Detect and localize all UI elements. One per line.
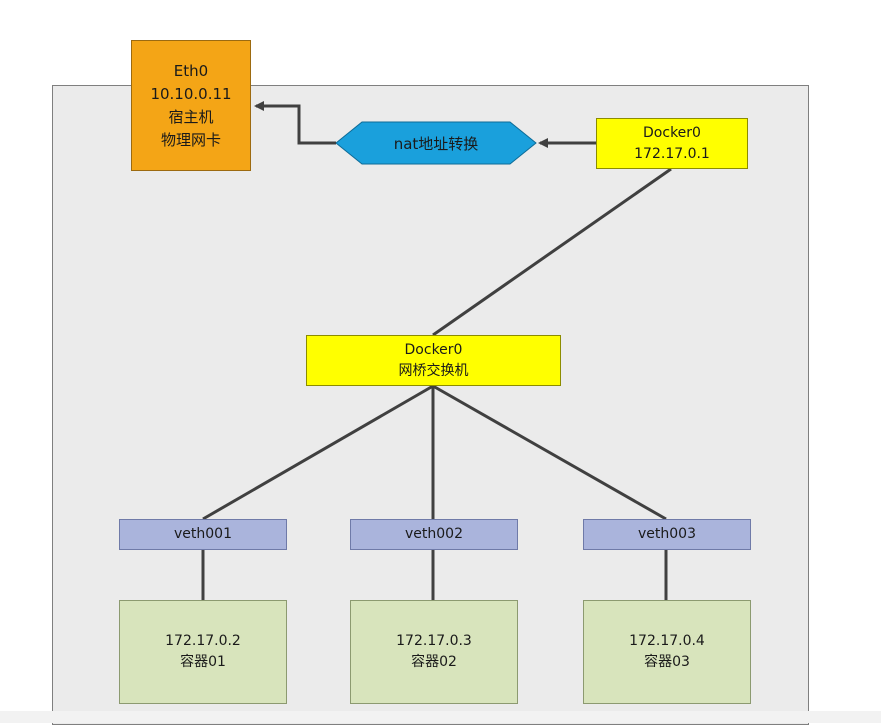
docker0-bridge-name: Docker0 (404, 341, 463, 358)
docker0-bridge: Docker0 网桥交换机 (306, 335, 561, 386)
veth003-node: veth003 (583, 519, 751, 550)
container01-name: 容器01 (180, 654, 226, 670)
gateway-to-bridge-line (432, 167, 672, 337)
veth002-label: veth002 (405, 526, 463, 542)
eth0-name: Eth0 (173, 61, 209, 80)
eth0-ip: 10.10.0.11 (150, 84, 232, 103)
nat-to-eth0-arrow (254, 101, 336, 145)
eth0-nic-label: 物理网卡 (160, 130, 221, 149)
nat-hexagon (335, 121, 537, 165)
container01-node: 172.17.0.2 容器01 (119, 600, 287, 704)
container02-name: 容器02 (411, 654, 457, 670)
eth0-physical-nic: Eth0 10.10.0.11 宿主机 物理网卡 (131, 40, 251, 171)
veth003-label: veth003 (638, 526, 696, 542)
docker0-gateway-ip: 172.17.0.1 (634, 145, 710, 162)
container03-node: 172.17.0.4 容器03 (583, 600, 751, 704)
eth0-host-label: 宿主机 (168, 107, 214, 126)
veth002-node: veth002 (350, 519, 518, 550)
docker0-bridge-label: 网桥交换机 (398, 362, 469, 379)
container02-node: 172.17.0.3 容器02 (350, 600, 518, 704)
docker0-gateway-name: Docker0 (643, 124, 701, 141)
veth001-label: veth001 (174, 526, 232, 542)
bottom-band (0, 711, 881, 723)
veth001-node: veth001 (119, 519, 287, 550)
container03-name: 容器03 (644, 654, 690, 670)
bridge-to-veth001-line (202, 384, 434, 521)
bridge-to-veth003-line (432, 384, 667, 521)
container02-ip: 172.17.0.3 (396, 633, 472, 649)
container01-ip: 172.17.0.2 (165, 633, 241, 649)
container03-ip: 172.17.0.4 (629, 633, 705, 649)
nat-label-text: nat地址转换 (393, 134, 479, 153)
docker0-gateway: Docker0 172.17.0.1 (596, 118, 748, 169)
nat-label: nat地址转换 (336, 128, 536, 158)
